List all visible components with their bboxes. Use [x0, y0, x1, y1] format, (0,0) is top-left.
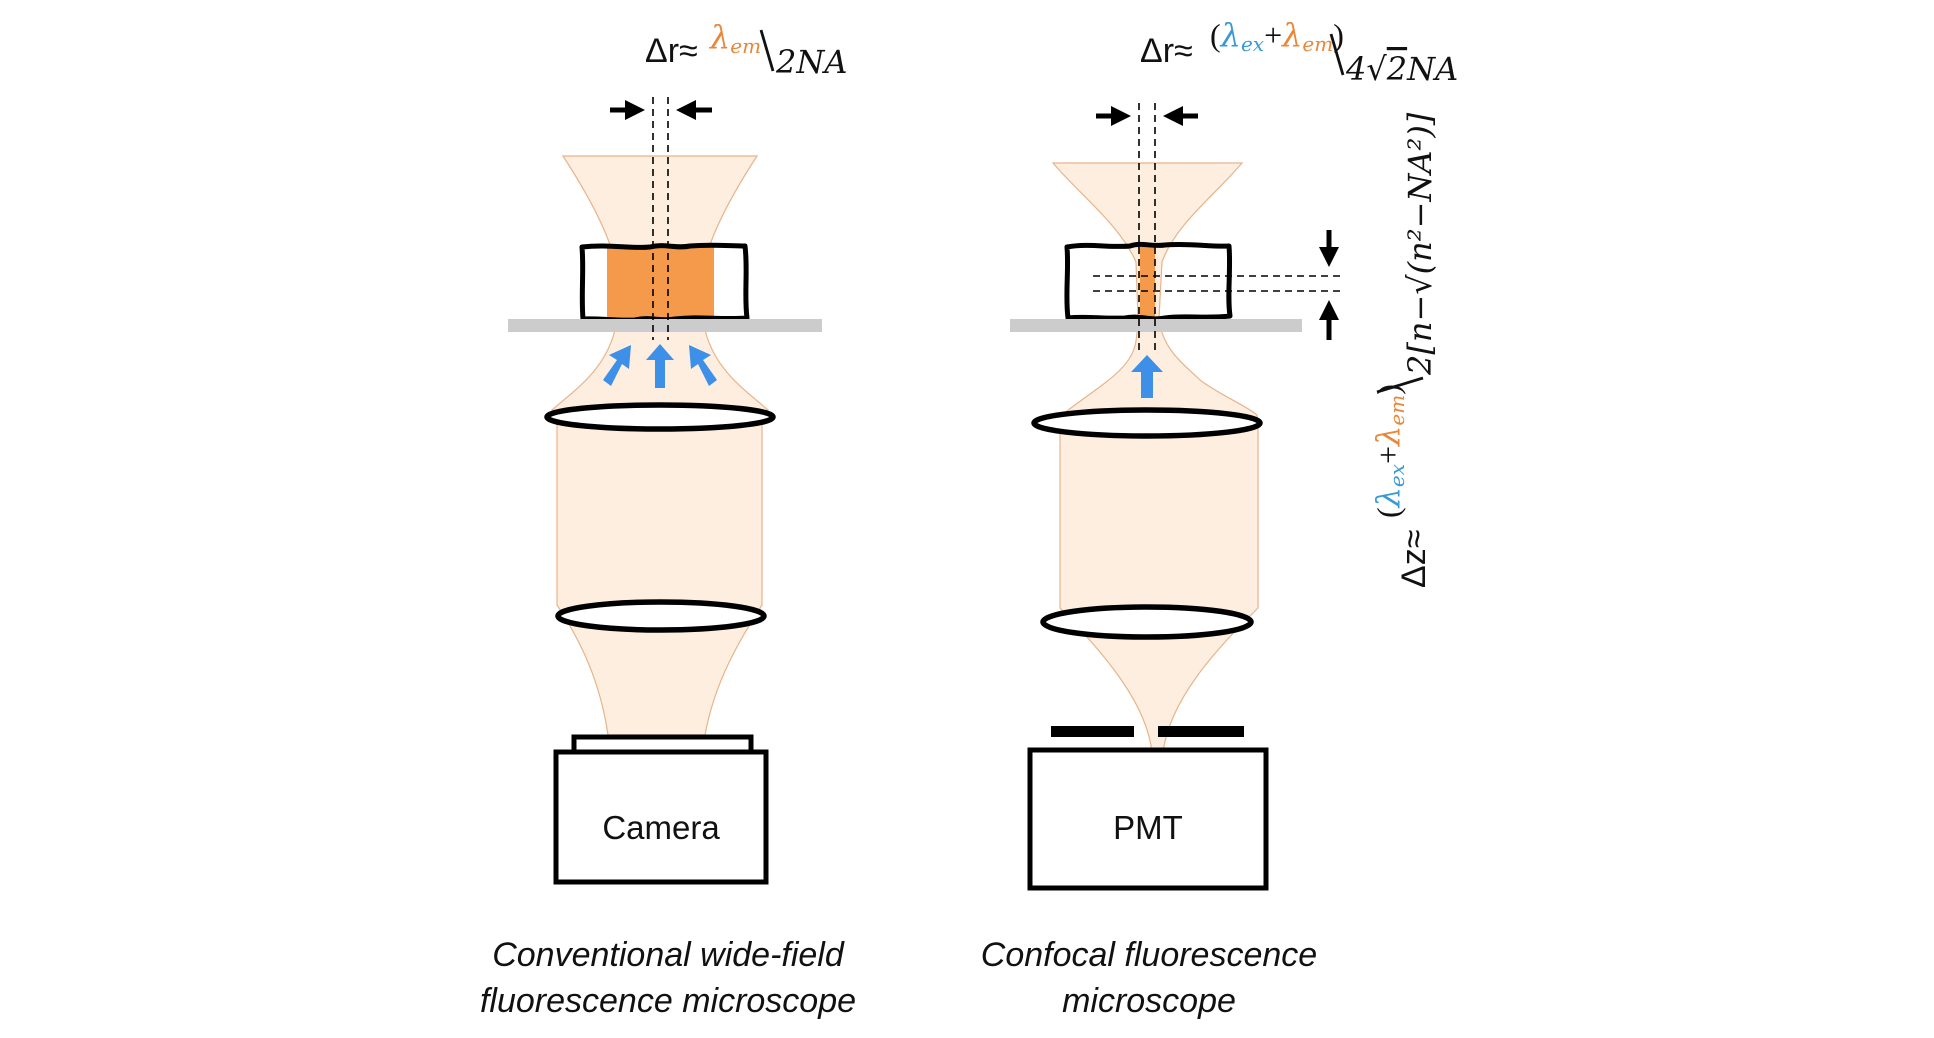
formula-lambda-em-subscript: em [730, 34, 761, 58]
formula-lambda-em: λ [1280, 16, 1302, 54]
widefield-caption-line2: fluorescence microscope [480, 982, 856, 1020]
pmt-label: PMT [1113, 809, 1183, 846]
formula-denominator-suffix: NA [1406, 50, 1458, 88]
formula-lambda-ex-subscript: ex [1241, 32, 1264, 56]
widefield-microscope: Camera Δr≈ λem 2NA Conventional wide-fie… [480, 18, 856, 1020]
widefield-fluorescent-volume [607, 247, 714, 319]
pinhole-left-blade [1051, 726, 1134, 737]
svg-text:(λex+λem): (λex+λem) [1369, 384, 1409, 518]
excitation-arrow-right [689, 345, 717, 386]
widefield-excitation-arrows [603, 344, 717, 388]
axial-formula-lambda-ex: λ [1369, 487, 1407, 509]
confocal-objective-lens [1031, 407, 1263, 439]
confocal-microscope: PMT Δr≈ (λex+λem) 4√2NA Δz≈ (λex+λem) [981, 16, 1458, 1020]
widefield-sample [579, 242, 750, 323]
formula-lhs: Δr≈ [1140, 32, 1193, 70]
pmt-detector [1027, 747, 1269, 891]
excitation-arrow-center [646, 344, 674, 388]
widefield-emission-beam [551, 155, 769, 736]
formula-denominator-prefix: 4 [1345, 50, 1366, 88]
confocal-cover-glass [1010, 319, 1302, 332]
axial-formula-lambda-ex-subscript: ex [1385, 464, 1409, 487]
formula-lhs: Δr≈ [645, 32, 698, 70]
confocal-caption-line1: Confocal fluorescence [981, 936, 1317, 974]
axial-formula-lambda-em-subscript: em [1385, 395, 1409, 426]
confocal-tube-lens [1040, 604, 1254, 640]
confocal-lateral-resolution-formula: Δr≈ (λex+λem) 4√2NA [1140, 16, 1458, 88]
widefield-tube-lens [555, 599, 767, 633]
axial-formula-lambda-em: λ [1369, 426, 1407, 448]
axial-formula-denominator: 2[n−√(n²−NA²)] [1401, 112, 1439, 376]
axial-formula-slash [1376, 376, 1424, 394]
excitation-arrow-left [603, 345, 631, 386]
axial-formula-lhs: Δz≈ [1395, 530, 1433, 588]
svg-text:λem: λem [708, 18, 761, 58]
formula-plus: + [1264, 17, 1282, 53]
svg-text:Δr≈: Δr≈ [645, 32, 698, 70]
svg-text:Δz≈: Δz≈ [1395, 530, 1433, 588]
camera-detector [553, 749, 769, 885]
widefield-objective-lens [544, 402, 776, 432]
svg-text:Δr≈: Δr≈ [1140, 32, 1193, 70]
formula-lambda-em-subscript: em [1302, 32, 1333, 56]
svg-text:(λex+λem): (λex+λem) [1210, 16, 1344, 56]
formula-slash [759, 29, 775, 72]
confocal-fluorescent-volume [1140, 247, 1155, 317]
widefield-lateral-resolution-formula: Δr≈ λem 2NA [645, 18, 847, 81]
formula-close-paren: ) [1333, 17, 1344, 53]
svg-text:2[n−√(n²−NA²)]: 2[n−√(n²−NA²)] [1401, 112, 1439, 376]
widefield-caption-line1: Conventional wide-field [492, 936, 845, 974]
confocal-axial-resolution-formula: Δz≈ (λex+λem) 2[n−√(n²−NA²)] [1369, 112, 1439, 588]
axial-formula-plus: + [1370, 446, 1406, 464]
confocal-excitation-arrow [1131, 355, 1163, 398]
formula-slash [1329, 33, 1345, 76]
pinhole-right-blade [1158, 726, 1244, 737]
formula-denominator-sqrt: √ [1366, 50, 1387, 88]
svg-text:4√2NA: 4√2NA [1345, 50, 1458, 88]
formula-open-paren: ( [1210, 17, 1221, 53]
formula-lambda-em: λ [708, 18, 730, 56]
camera-label: Camera [602, 809, 720, 846]
widefield-cover-glass [508, 319, 822, 332]
confocal-sample [1064, 241, 1233, 322]
confocal-caption-line2: microscope [1062, 982, 1236, 1020]
formula-denominator-radicand: 2 [1386, 50, 1407, 88]
axial-formula-open-paren: ( [1370, 507, 1406, 518]
formula-lambda-ex: λ [1219, 16, 1241, 54]
svg-text:2NA: 2NA [775, 43, 847, 81]
formula-denominator: 2NA [775, 43, 847, 81]
